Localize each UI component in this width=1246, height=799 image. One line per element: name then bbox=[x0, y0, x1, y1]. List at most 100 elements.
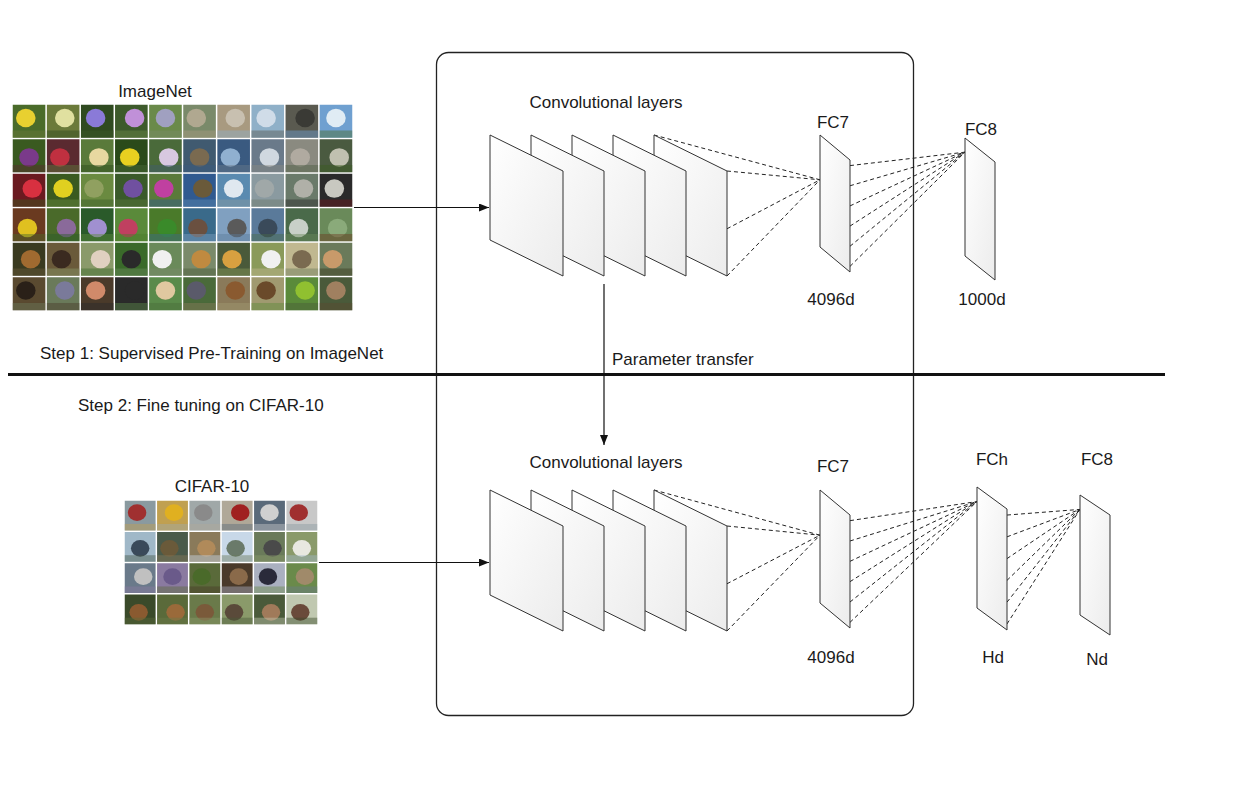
dashed-connection bbox=[1007, 509, 1080, 558]
photo-tile bbox=[320, 174, 353, 207]
photo-tile bbox=[81, 277, 114, 310]
dashed-connection bbox=[850, 152, 965, 206]
photo-tile bbox=[149, 208, 182, 241]
photo-tile bbox=[286, 501, 317, 531]
photo-tile bbox=[320, 105, 353, 138]
dashed-connection bbox=[727, 535, 820, 584]
photo-tile bbox=[157, 563, 188, 593]
photo-tile bbox=[47, 208, 80, 241]
fc-layer-plane bbox=[977, 487, 1007, 630]
arrow-line bbox=[319, 562, 489, 563]
dashed-connection bbox=[727, 171, 820, 180]
photo-tile bbox=[183, 174, 216, 207]
dashed-connection bbox=[727, 535, 820, 631]
connector bbox=[319, 562, 489, 563]
photo-tile bbox=[125, 532, 156, 562]
dashed-connection bbox=[1007, 509, 1080, 515]
dashed-connection bbox=[850, 152, 965, 165]
photo-tile bbox=[286, 532, 317, 562]
dashed-connection bbox=[727, 180, 820, 229]
photo-tile bbox=[183, 243, 216, 276]
feature-map-plane bbox=[490, 490, 563, 631]
photo-tile bbox=[125, 501, 156, 531]
photo-tile bbox=[217, 208, 250, 241]
photo-tile bbox=[115, 105, 148, 138]
fc-layer-plane bbox=[820, 490, 850, 628]
connector bbox=[850, 502, 977, 623]
photo-tile bbox=[157, 501, 188, 531]
layer-title: ImageNet bbox=[118, 82, 192, 102]
dashed-connection bbox=[1007, 509, 1080, 602]
shape-graphic bbox=[957, 450, 1027, 670]
dataset-image-grid: CIFAR-10 bbox=[124, 477, 318, 627]
shape-graphic bbox=[12, 82, 353, 312]
photo-tile bbox=[81, 139, 114, 172]
layer-dimension: Hd bbox=[982, 648, 1004, 668]
photo-tile bbox=[47, 243, 80, 276]
photo-tile bbox=[254, 595, 285, 625]
connector bbox=[1007, 509, 1080, 624]
layer-title: Convolutional layers bbox=[529, 93, 682, 113]
photo-tile bbox=[13, 243, 46, 276]
dashed-connection bbox=[850, 152, 965, 266]
photo-tile bbox=[183, 277, 216, 310]
fc-layer-plane bbox=[965, 138, 995, 280]
layer-title: FC7 bbox=[817, 113, 849, 133]
dashed-connection bbox=[850, 152, 965, 246]
dashed-connection bbox=[1007, 509, 1080, 580]
photo-tile bbox=[189, 532, 220, 562]
photo-tile bbox=[254, 501, 285, 531]
photo-tile bbox=[115, 277, 148, 310]
photo-tile bbox=[222, 532, 253, 562]
connector bbox=[354, 207, 489, 208]
fc-layer-plane bbox=[1080, 495, 1110, 635]
photo-tile bbox=[125, 595, 156, 625]
shape-graphic bbox=[124, 477, 318, 627]
photo-tile bbox=[81, 243, 114, 276]
dashed-connection bbox=[850, 502, 977, 602]
photo-tile bbox=[47, 277, 80, 310]
photo-tile bbox=[47, 139, 80, 172]
photo-tile bbox=[254, 532, 285, 562]
photo-tile bbox=[125, 563, 156, 593]
photo-tile bbox=[251, 174, 284, 207]
photo-tile bbox=[286, 208, 319, 241]
photo-tile bbox=[81, 174, 114, 207]
layer-dimension: Nd bbox=[1086, 650, 1108, 670]
photo-tile bbox=[149, 105, 182, 138]
arrow-line bbox=[603, 284, 604, 445]
photo-tile bbox=[251, 105, 284, 138]
feature-map-plane bbox=[490, 135, 563, 276]
photo-tile bbox=[149, 174, 182, 207]
fc-layer: FC7 4096d bbox=[802, 113, 862, 310]
photo-tile bbox=[251, 243, 284, 276]
dataset-image-grid: ImageNet bbox=[12, 82, 353, 312]
photo-tile bbox=[13, 105, 46, 138]
photo-tile bbox=[286, 174, 319, 207]
photo-tile bbox=[222, 501, 253, 531]
dashed-connection bbox=[850, 502, 977, 582]
edge-label: Parameter transfer bbox=[612, 350, 754, 370]
photo-tile bbox=[149, 139, 182, 172]
photo-tile bbox=[286, 563, 317, 593]
photo-tile bbox=[189, 595, 220, 625]
shared-block-outline bbox=[437, 53, 914, 716]
layer-dimension: 4096d bbox=[807, 290, 854, 310]
dashed-connection bbox=[727, 526, 820, 535]
dashed-connection bbox=[850, 502, 977, 541]
photo-tile bbox=[157, 595, 188, 625]
photo-tile bbox=[13, 174, 46, 207]
photo-tile bbox=[254, 563, 285, 593]
conv-layer-stack: Convolutional layers bbox=[488, 447, 730, 639]
dashed-connection bbox=[850, 502, 977, 623]
photo-tile bbox=[115, 139, 148, 172]
photo-tile bbox=[47, 105, 80, 138]
shape-graphic bbox=[1065, 450, 1125, 672]
dashed-connection bbox=[850, 152, 965, 186]
layer-title: Convolutional layers bbox=[529, 453, 682, 473]
photo-tile bbox=[217, 243, 250, 276]
photo-tile bbox=[13, 208, 46, 241]
shape-graphic bbox=[802, 113, 862, 310]
photo-tile bbox=[222, 563, 253, 593]
